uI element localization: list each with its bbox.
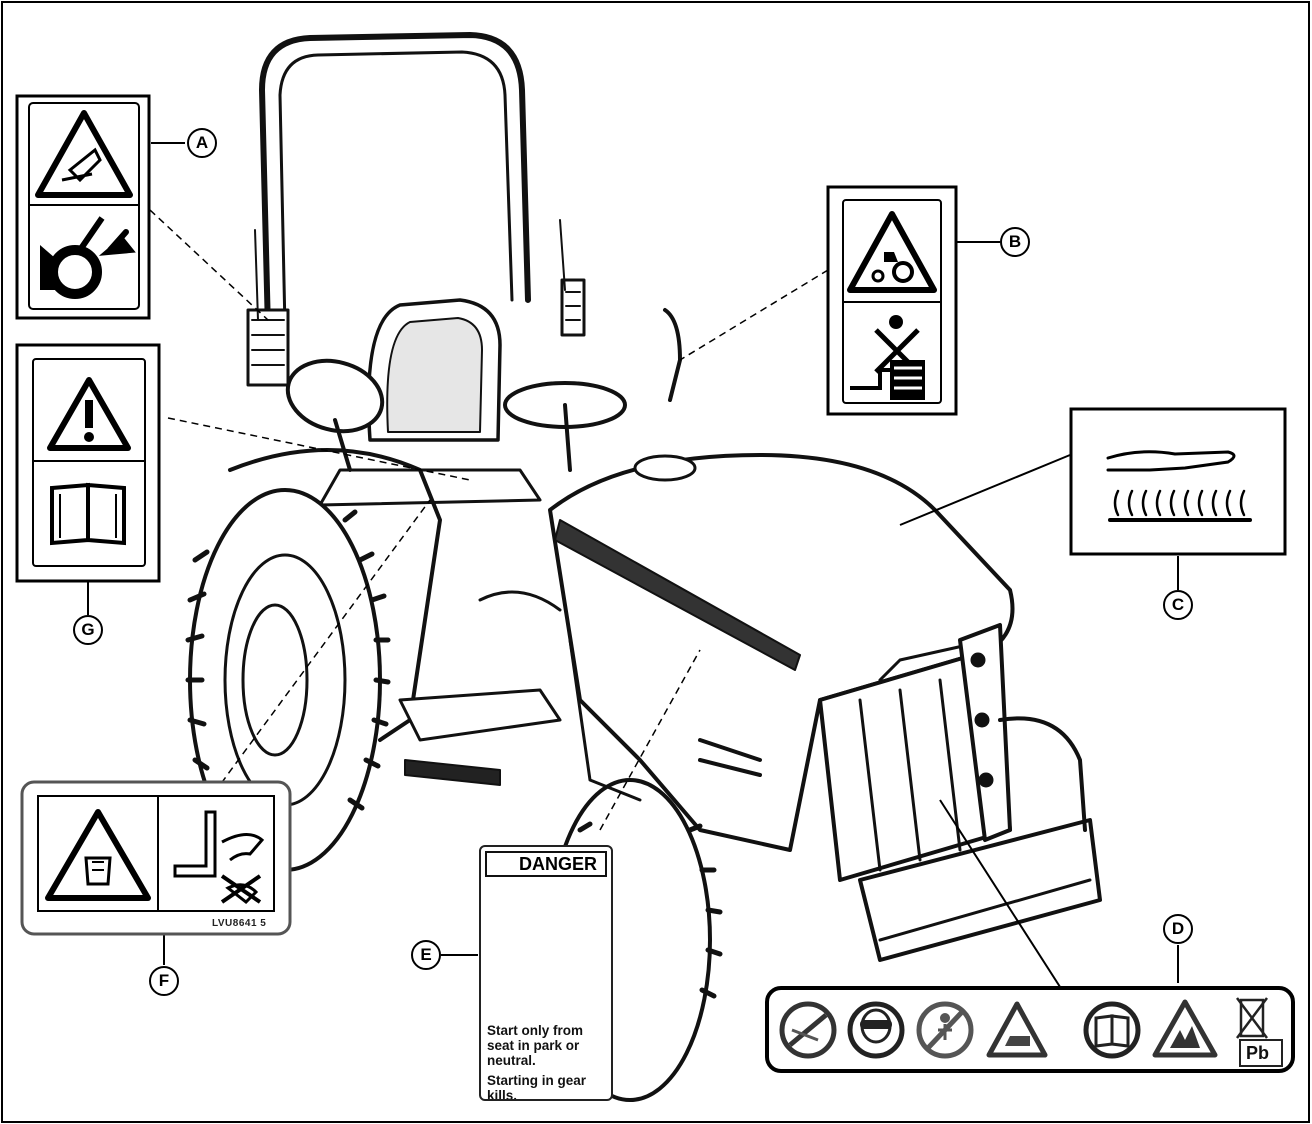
callout-g: G [73,615,103,645]
danger-line-1: Start only from seat in park or neutral. [487,1023,584,1068]
front-frame [858,818,1102,962]
foot-platform [398,688,562,742]
loader-bracket [958,623,1012,842]
mirror-right [663,308,682,402]
rollbar-inner [278,50,514,330]
hood-stripe [554,519,801,671]
rollbar-hinges [254,219,566,321]
decal-f-part-number: LVU8641 5 [212,918,267,929]
rear-hub-left [241,603,309,757]
engine-side [478,590,562,612]
crush-hazard-warning-icon [35,110,133,198]
callout-e: E [411,940,441,970]
fuel-cap [633,454,697,482]
decal-a [15,94,151,320]
leader-a [149,209,269,321]
leader-f [199,499,431,813]
front-tire-right-hint [998,716,1087,832]
operator-manual-icon [50,482,126,546]
leader-g [167,417,471,481]
leader-b [679,269,829,361]
callout-a: A [187,128,217,158]
explosion-warning-icon [1152,999,1218,1058]
leader-d [939,799,1063,991]
seat-cushion [386,317,483,433]
danger-decal-e: DANGER Start only from seat in park or n… [479,845,613,1101]
rollbar-raise-icon [40,216,136,299]
grille-bars [858,678,962,872]
eye-protection-icon [847,1001,905,1059]
decal-b [826,185,958,416]
recycle-bin-icon [1236,997,1283,1067]
danger-header-text: DANGER [518,853,597,874]
hot-surface-icon [1106,450,1252,522]
leader-e [599,649,701,831]
keep-hands-away-icon [173,810,265,904]
decal-c [1069,407,1287,556]
model-badge [698,738,762,777]
no-smoking-icon [779,1001,837,1059]
lead-symbol-label: Pb [1246,1043,1270,1063]
seat-base [318,468,542,507]
danger-header: DANGER [485,851,607,877]
mirror-left-stem [333,418,352,472]
bracket-pin-1 [970,652,986,668]
callout-d: D [1163,914,1193,944]
callout-c: C [1163,590,1193,620]
step [404,759,501,786]
danger-message: Start only from seat in park or neutral.… [487,1023,609,1101]
bracket-pin-3 [978,772,994,788]
decal-f [20,780,292,936]
front-frame-detail [878,878,1092,942]
no-riders-icon [850,315,925,400]
decal-d [765,986,1295,1073]
battery-acid-warning-icon [986,1001,1048,1058]
pinch-point-warning-icon [45,809,151,901]
no-children-icon [916,1001,974,1059]
mirror-left [285,358,385,434]
read-manual-icon [1083,1001,1141,1059]
decal-g [15,343,161,583]
rollbar-bracket-left [246,308,290,387]
steering-column [563,403,572,472]
rollbar-outer [259,32,531,333]
callout-b: B [1000,227,1030,257]
bracket-right-ridges [565,291,581,321]
tractor-illustration [185,32,1102,1102]
leader-lines [87,142,1179,991]
leader-c [899,454,1071,526]
hitch-linkage [568,638,642,802]
bracket-pin-2 [974,712,990,728]
warning-exclamation-icon [47,377,131,451]
tractor-runover-warning-icon [847,211,937,293]
danger-line-2: Starting in gear kills. [487,1073,587,1101]
rollbar-bracket-right [560,278,586,337]
callout-f: F [149,966,179,996]
